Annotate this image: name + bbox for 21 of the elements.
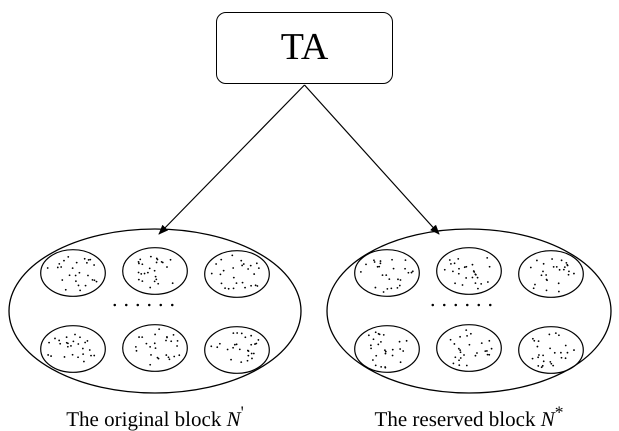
dotted-ellipse bbox=[436, 324, 502, 372]
arrow bbox=[158, 84, 305, 235]
dotted-ellipse bbox=[40, 325, 106, 373]
dotted-ellipse bbox=[204, 250, 270, 298]
dotted-ellipse bbox=[204, 326, 270, 374]
dotted-ellipse bbox=[122, 247, 188, 295]
block-ellipse bbox=[326, 228, 612, 428]
dotted-ellipse bbox=[354, 249, 420, 297]
block-caption: The original block N$^{'}$ bbox=[65, 402, 245, 431]
block-caption: The reserved block N$^{*}$ bbox=[374, 402, 564, 431]
ellipsis-dots: ...... bbox=[112, 292, 181, 306]
process-box bbox=[216, 12, 393, 84]
dotted-ellipse bbox=[354, 325, 420, 373]
dotted-ellipse bbox=[518, 326, 584, 374]
box-label: TA bbox=[280, 25, 330, 69]
dotted-ellipse bbox=[40, 249, 106, 297]
dotted-ellipse bbox=[518, 250, 584, 298]
arrow bbox=[304, 84, 440, 235]
dotted-ellipse bbox=[122, 324, 188, 372]
ellipsis-dots: ...... bbox=[430, 292, 499, 306]
dotted-ellipse bbox=[436, 247, 502, 295]
